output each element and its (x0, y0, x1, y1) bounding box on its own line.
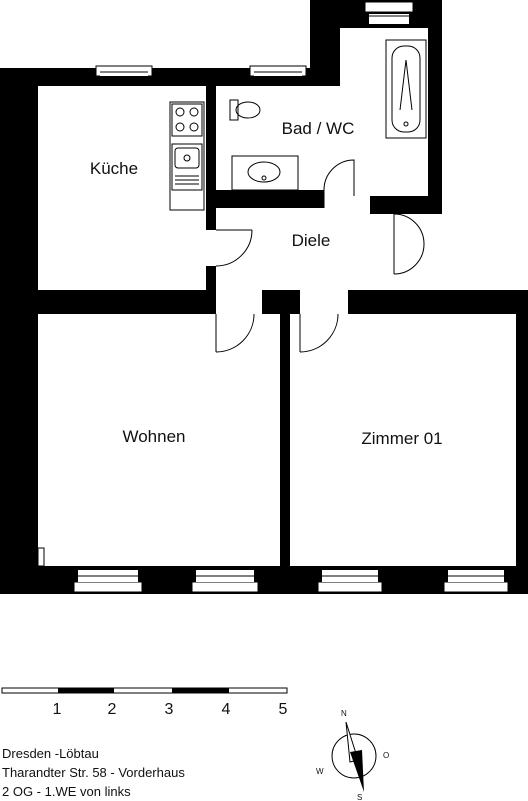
compass-needle-south (350, 750, 364, 792)
room-label-bad: Bad / WC (282, 119, 355, 138)
window-gaps (78, 14, 504, 582)
address-line-floor: 2 OG - 1.WE von links (2, 784, 131, 799)
address-block: Dresden -Löbtau Tharandter Str. 58 - Vor… (2, 744, 185, 801)
compass-rose: N O S W (316, 709, 389, 800)
compass-west-label: W (316, 767, 324, 776)
address-line-city: Dresden -Löbtau (2, 746, 99, 761)
walls (0, 0, 528, 594)
corner-marker (37, 547, 45, 567)
address-line-street: Tharandter Str. 58 - Vorderhaus (2, 765, 185, 780)
room-label-zimmer: Zimmer 01 (361, 429, 442, 448)
room-label-kueche: Küche (90, 159, 138, 178)
compass-east-label: O (383, 751, 389, 760)
scale-label-1: 1 (53, 701, 62, 718)
scale-label-2: 2 (108, 701, 117, 718)
scale-label-4: 4 (222, 701, 231, 718)
bath-fixtures (229, 39, 427, 191)
scale-bar: 1 2 3 4 5 (1, 687, 288, 718)
room-label-wohnen: Wohnen (122, 427, 185, 446)
doors (215, 159, 425, 353)
scale-label-5: 5 (279, 701, 288, 718)
compass-north-label: N (341, 709, 347, 718)
window-lines (78, 15, 504, 577)
scale-label-3: 3 (165, 701, 174, 718)
compass-south-label: S (357, 793, 362, 800)
kitchen-fixtures (169, 101, 205, 211)
room-label-diele: Diele (292, 231, 331, 250)
